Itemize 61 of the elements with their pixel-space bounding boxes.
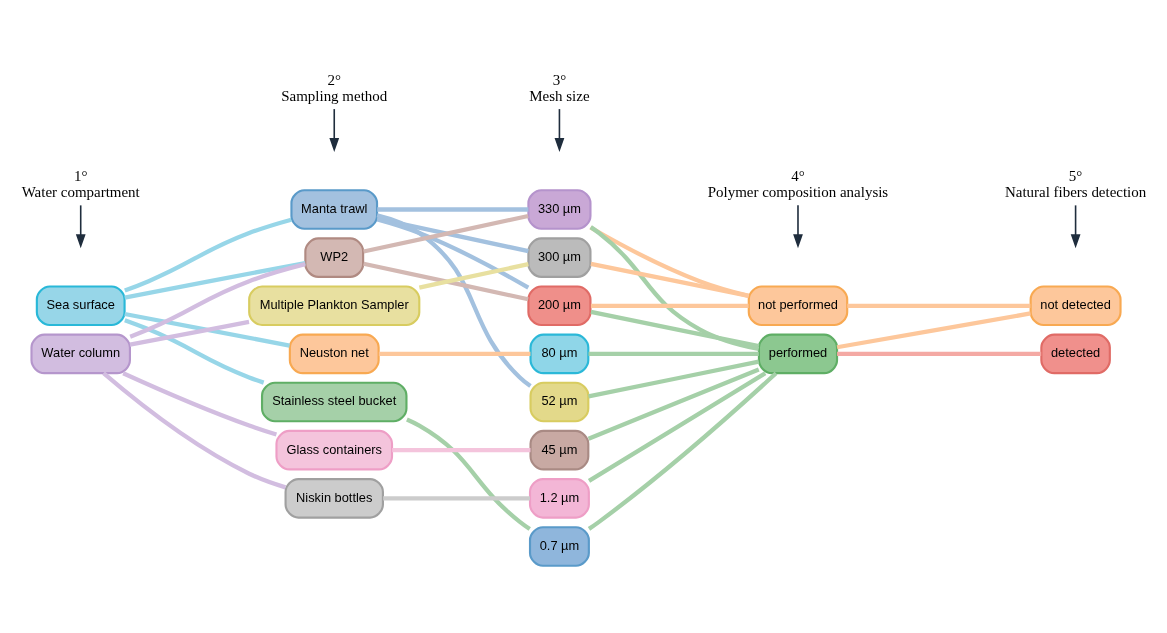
connector — [122, 370, 278, 437]
node-text: 4° Polymer composition analysis — [707, 167, 889, 200]
node-box: Neuston net — [288, 333, 380, 374]
node-box: 1.2 µm — [528, 477, 590, 519]
node-box: not detected — [1029, 284, 1122, 326]
connector — [129, 261, 306, 339]
connector — [588, 359, 760, 398]
node-text: 5° Natural fibers detection — [1004, 167, 1147, 200]
node-box: 200 µm — [527, 284, 592, 326]
connector — [363, 261, 529, 301]
arrow — [793, 204, 803, 248]
node-box: Niskin bottles — [284, 477, 384, 519]
connector — [124, 260, 306, 300]
node-box: Glass containers — [275, 429, 394, 470]
node-box: 330 µm — [527, 188, 592, 230]
connector — [589, 224, 760, 351]
node-box: Sea surface — [35, 284, 126, 326]
node-box: Stainless steel bucket — [260, 381, 408, 422]
connector — [589, 225, 750, 298]
node-box: detected — [1040, 333, 1111, 374]
connector — [376, 212, 532, 388]
node-box: Manta trawl — [290, 188, 379, 230]
node-box: performed — [757, 333, 839, 374]
arrow — [554, 107, 565, 152]
node-box: Multiple Plankton Sampler — [248, 284, 421, 326]
connector — [377, 206, 529, 212]
node-box: 300 µm — [527, 236, 592, 278]
connector — [836, 310, 1031, 349]
connector — [406, 416, 531, 531]
connector — [392, 447, 531, 452]
connector — [124, 311, 290, 348]
node-box: 45 µm — [529, 429, 590, 470]
node-text: 3° Mesh size — [529, 71, 590, 104]
connector — [418, 261, 529, 290]
node-box: WP2 — [304, 236, 365, 278]
connector — [124, 217, 292, 293]
connector — [587, 370, 767, 483]
connector — [587, 371, 778, 531]
connector — [376, 216, 530, 290]
connector — [837, 351, 1042, 356]
node-box: 52 µm — [529, 381, 590, 422]
node-text: 1° Water compartment — [21, 167, 140, 200]
node-text: 2° Sampling method — [281, 71, 388, 104]
arrow — [1070, 204, 1081, 248]
connector — [129, 319, 250, 347]
connector — [383, 495, 530, 500]
arrow — [75, 204, 86, 248]
node-box: not performed — [747, 284, 849, 326]
connector — [590, 309, 760, 348]
connector — [378, 351, 531, 356]
node-box: Water column — [30, 333, 131, 374]
connector — [124, 317, 265, 385]
connector — [590, 303, 749, 308]
connector — [590, 261, 749, 298]
connector — [847, 303, 1031, 308]
connector — [102, 371, 287, 489]
node-box: 80 µm — [529, 333, 590, 374]
connector — [588, 351, 759, 356]
node-box: 0.7 µm — [528, 525, 590, 567]
connector — [587, 366, 760, 441]
arrow — [329, 107, 340, 152]
